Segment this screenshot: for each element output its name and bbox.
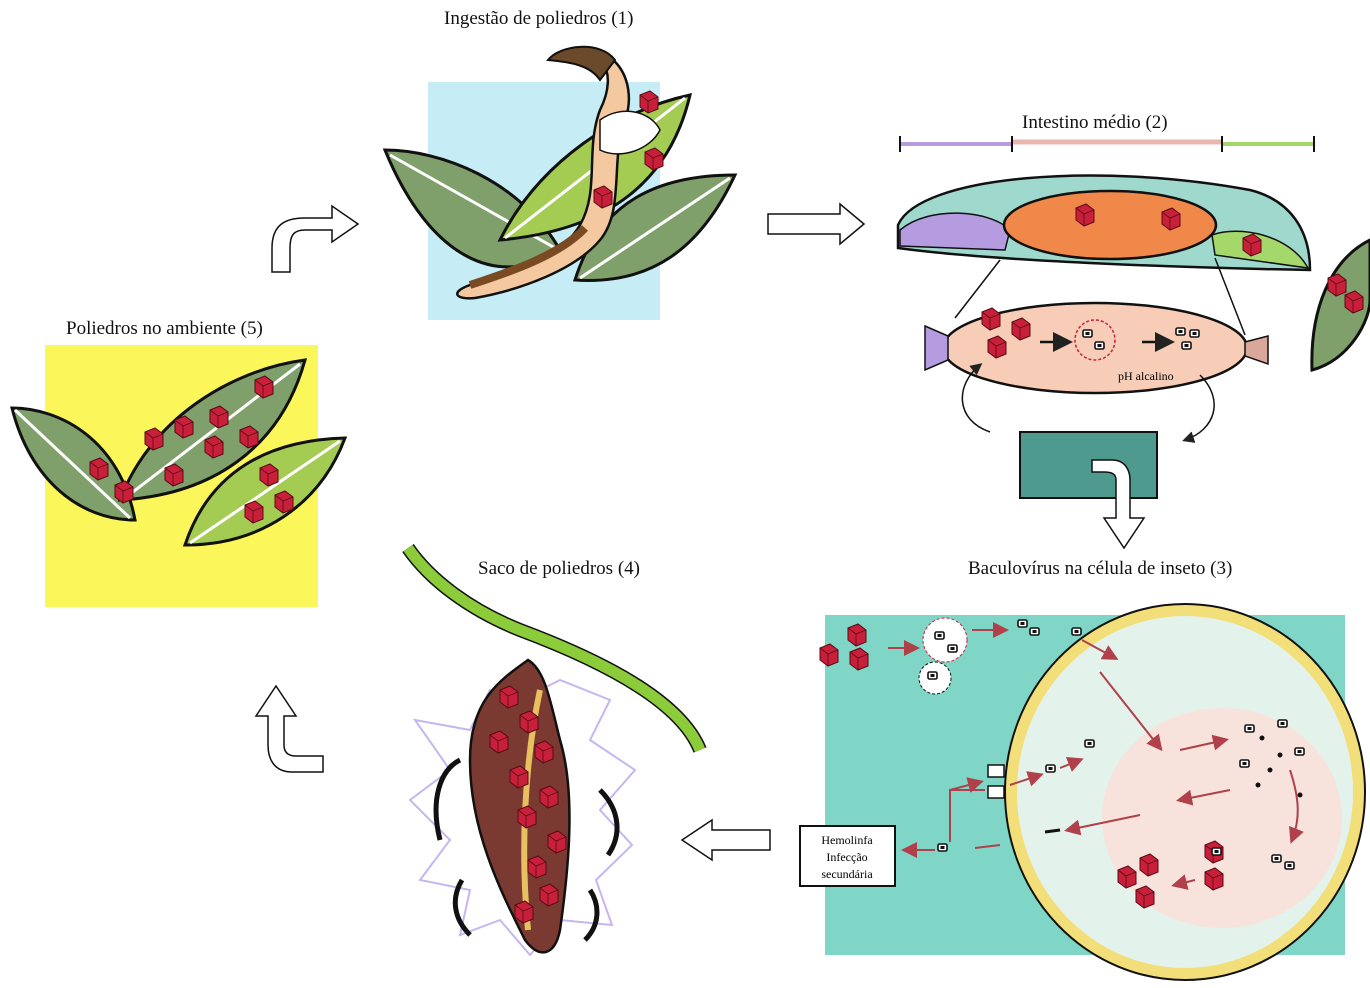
hemolymph-line-1: Hemolinfa [821,833,873,847]
hemolymph-line-3: secundária [821,867,873,881]
arrow-5-to-1 [272,206,358,272]
arrow-3-to-4 [682,820,770,860]
arrow-4-to-5 [256,686,323,772]
midgut-panel: pH alcalino [898,136,1370,548]
arrow-1-to-2 [768,204,864,244]
ph-label: pH alcalino [1118,369,1174,383]
ingestion-panel [385,47,735,320]
sac-panel [408,548,700,955]
cell-panel: Hemolinfa Infecção secundária [800,604,1365,980]
hemolymph-line-2: Infecção [826,850,867,864]
environment-panel [12,345,345,607]
